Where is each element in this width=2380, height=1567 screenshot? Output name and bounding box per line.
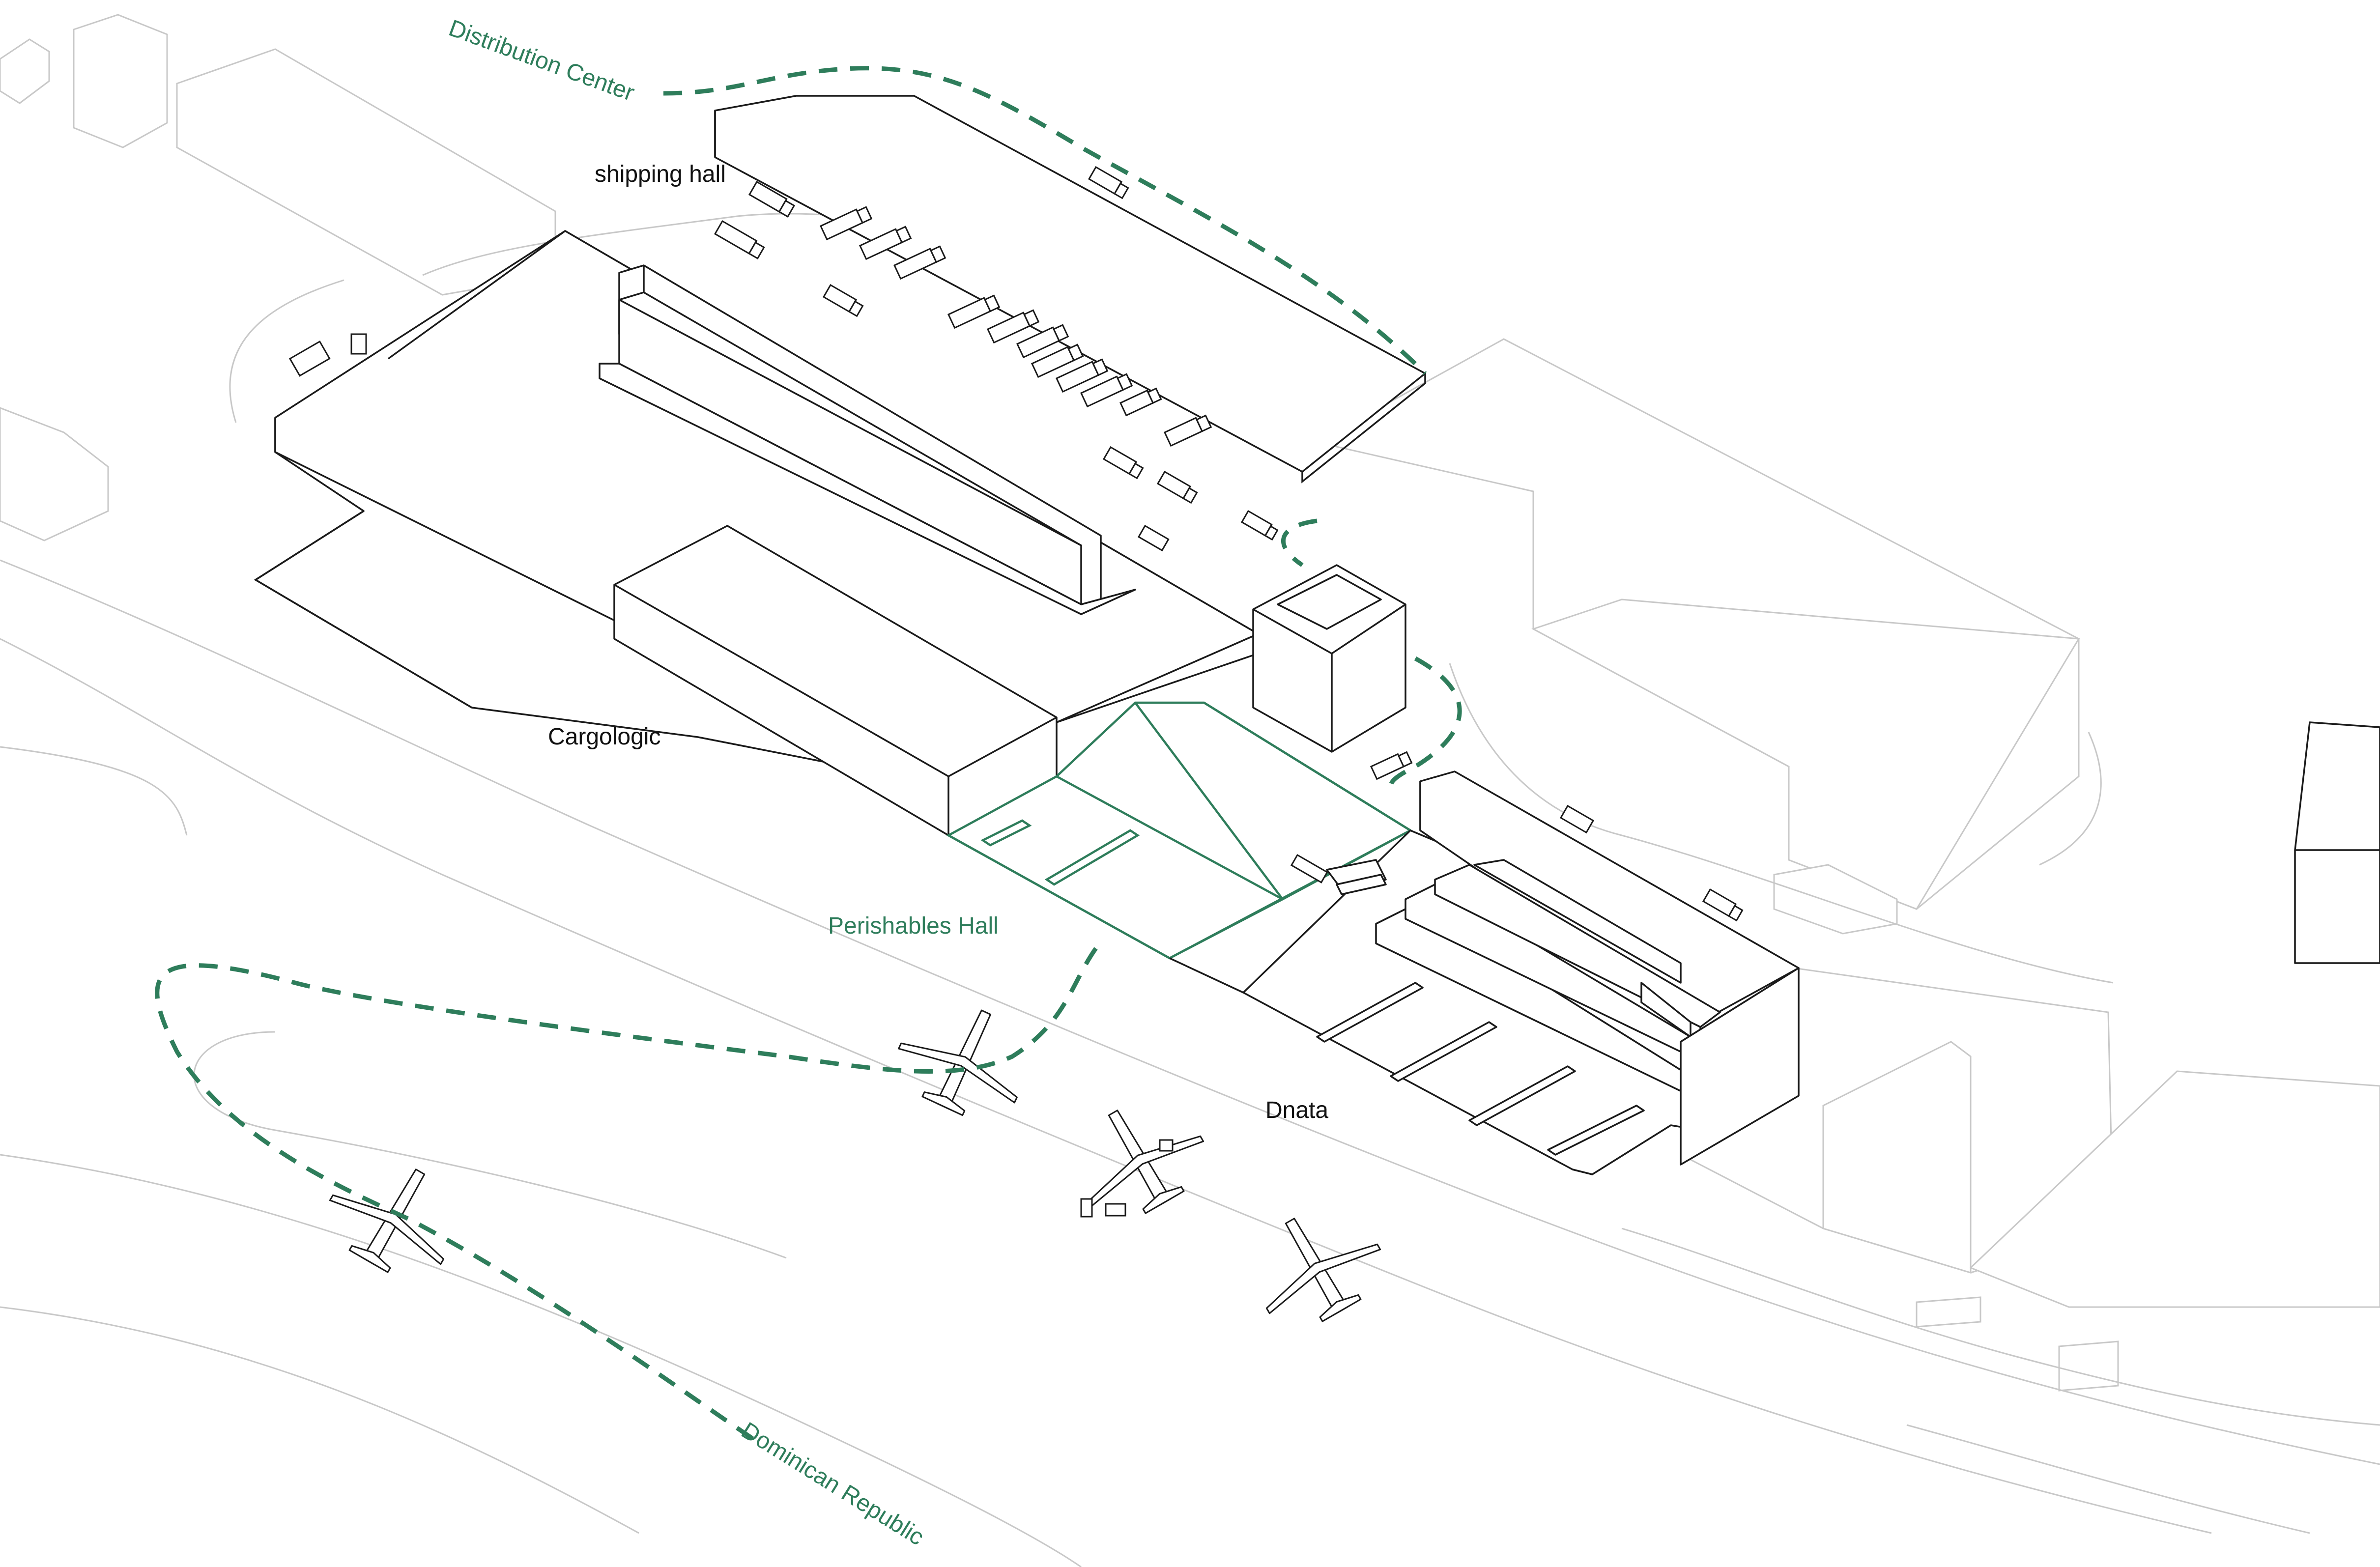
label-distribution-center: Distribution Center: [445, 15, 638, 107]
route-dominican-republic: [155, 947, 1098, 1447]
route-distribution-center: [663, 66, 1427, 375]
label-shipping-hall: shipping hall: [595, 161, 726, 187]
plane-4: [329, 1168, 445, 1273]
perishables-hall: [946, 701, 1413, 960]
truck-group: [288, 166, 1744, 922]
label-cargologic: Cargologic: [548, 724, 660, 750]
ground-vehicles: [1080, 1139, 1174, 1218]
cargologic-building: [254, 230, 1259, 836]
context-buildings: [0, 14, 2380, 1392]
tower-building: [1252, 564, 1406, 753]
context-roads: [0, 213, 2380, 1567]
label-dnata: Dnata: [1265, 1097, 1328, 1123]
label-perishables-hall: Perishables Hall: [828, 913, 999, 939]
plane-2: [1089, 1110, 1204, 1214]
route-tower-link: [1281, 518, 1462, 787]
dnata-building: [1169, 770, 1800, 1175]
plane-3: [1265, 1218, 1381, 1322]
plane-1: [898, 1009, 1018, 1116]
